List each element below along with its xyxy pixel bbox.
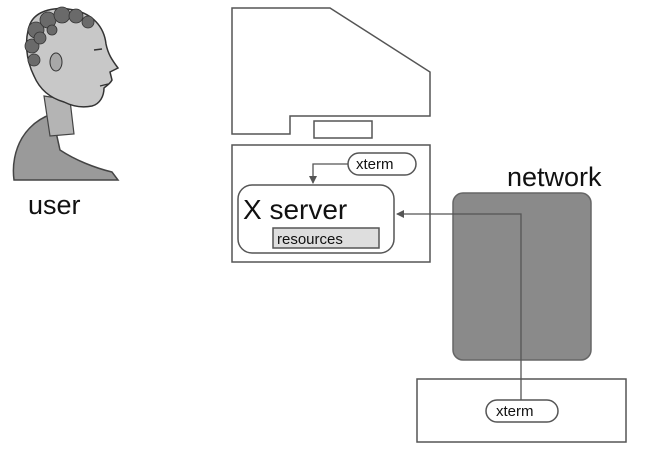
resources-label: resources: [277, 231, 343, 248]
network-label: network: [507, 162, 602, 192]
xterm-local-label: xterm: [356, 156, 394, 173]
monitor-base: [313, 120, 373, 139]
xterm-local-arrow: [309, 163, 348, 184]
resources-box: [272, 227, 380, 249]
user-label: user: [28, 190, 81, 220]
xterm-remote-arrow: [396, 210, 522, 400]
network-cloud-box: [452, 192, 592, 361]
workstation-monitor: [231, 7, 431, 139]
user-bust-icon: [12, 6, 120, 181]
x-server-label: X server: [243, 194, 347, 225]
xterm-remote-label: xterm: [496, 403, 534, 420]
xterm-remote-oval: [485, 399, 559, 423]
